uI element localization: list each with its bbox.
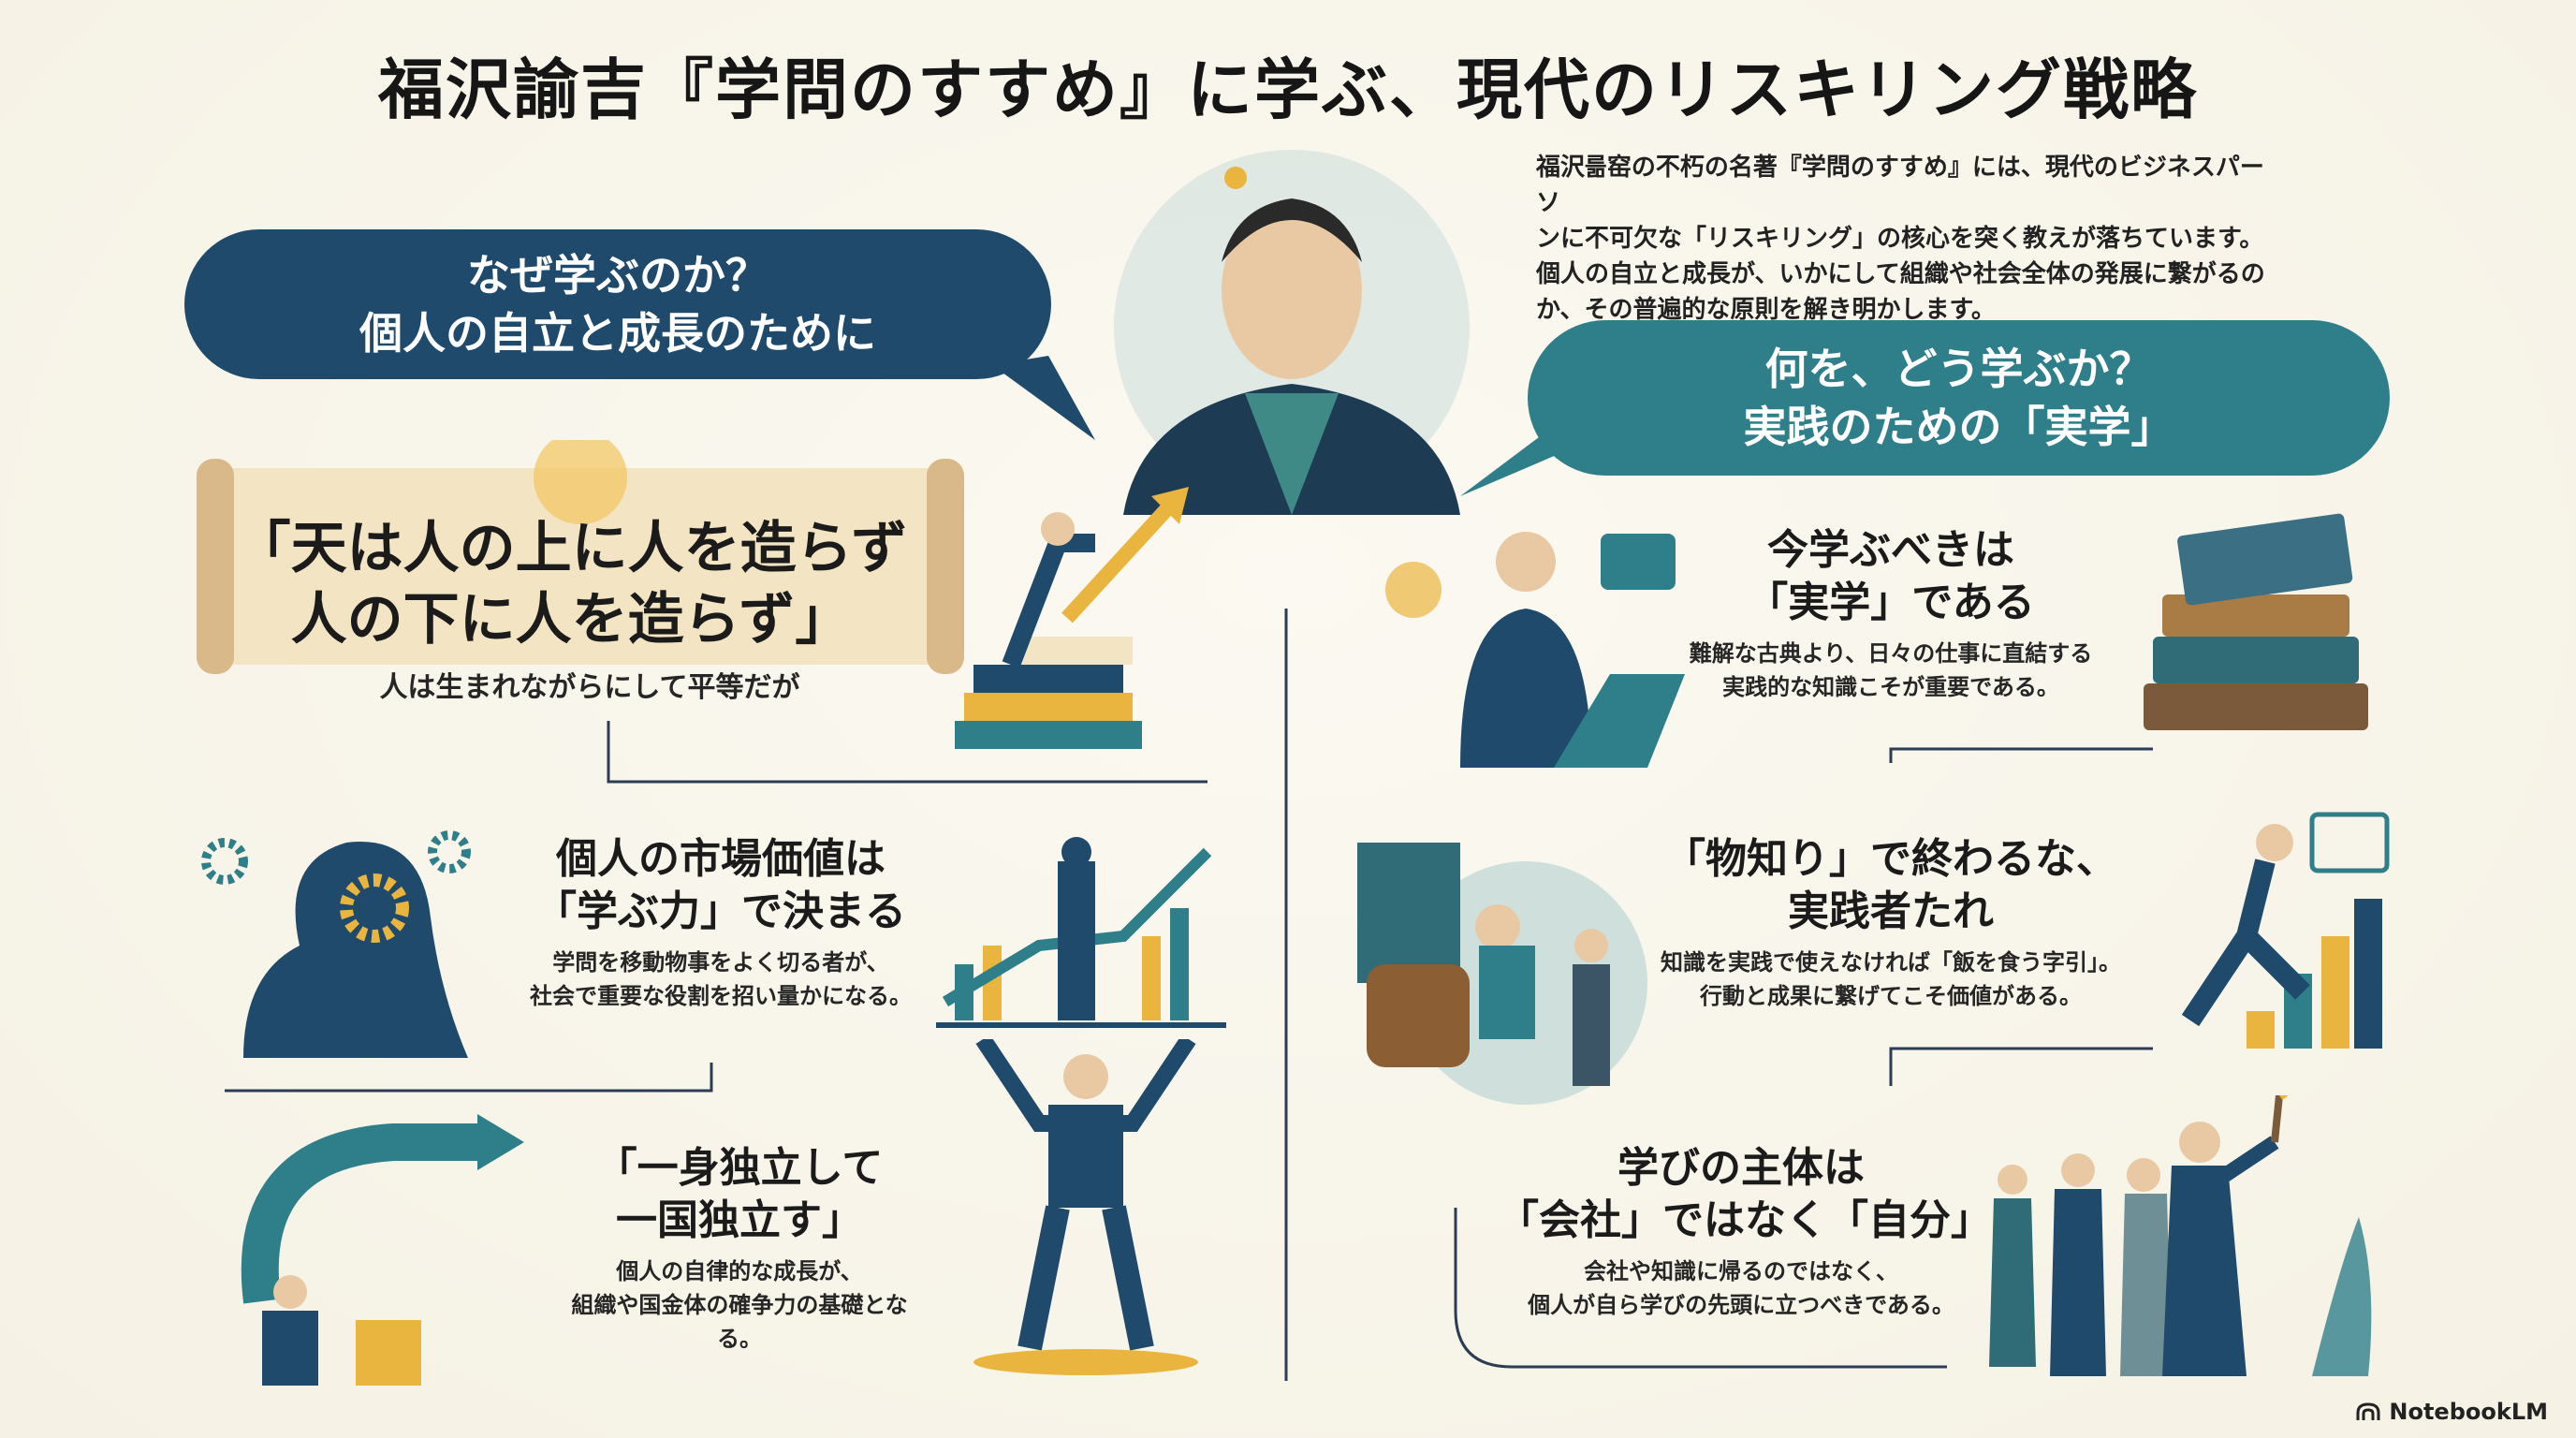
man-lifting-illustration	[973, 1039, 1198, 1375]
team-torch-illustration	[1989, 1095, 2372, 1376]
item-sub: 実践的な知識こそが重要である。	[1722, 674, 2059, 700]
bubble-line: 何を、どう学ぶか？	[1764, 344, 2153, 394]
growth-chart-illustration	[936, 837, 1226, 1028]
why-learn-bubble: なぜ学ぶのか？ 個人の自立と成長のために	[184, 229, 1051, 379]
independence-item: 「一身独立して 一国独立す」 個人の自律的な成長が、 組織や国金体の確争力の基礎…	[552, 1142, 927, 1356]
self-driven-item: 学びの主体は 「会社」ではなく「自分」 会社や知識に帰るのではなく、 個人が自ら…	[1498, 1142, 1992, 1322]
item-heading: 「実学」である	[1747, 579, 2035, 626]
item-sub: 行動と成果に繋げてこそ価値がある。	[1700, 983, 2082, 1009]
bubble-line: 個人の自立と成長のために	[359, 308, 876, 359]
intro-line: 福沢륾窑の不朽の名著『学問のすすめ』には、現代のビジネスパーソ	[1536, 154, 2264, 217]
head-gears-illustration	[201, 830, 471, 1058]
logo-text: NotebookLM	[2389, 1399, 2548, 1425]
connector-right-1	[1889, 747, 2153, 758]
item-heading: 「一身独立して	[595, 1144, 884, 1192]
item-sub: 個人の自律的な成長が、	[616, 1258, 863, 1284]
item-heading: 個人の市場価値は	[556, 835, 886, 883]
climbing-books-illustration	[955, 487, 1189, 749]
connector-right-2	[1889, 1047, 2153, 1086]
intro-line: ンに不可欠な「リスキリング」の核心を突く教えが落ちています。	[1536, 225, 2264, 253]
running-man-illustration	[2181, 812, 2390, 1049]
connector-left-1	[607, 721, 1208, 784]
page-title: 福沢諭吉『学問のすすめ』に学ぶ、現代のリスキリング戦略	[378, 51, 2198, 128]
item-heading: 一国独立す」	[616, 1196, 863, 1244]
quote-line: 「天は人の上に人を造らず	[234, 516, 908, 581]
quote-sub: 人は生まれながらにして平等だが	[379, 671, 800, 704]
intro-line: 個人の自立と成長が、いかにして組織や社会全体の発展に繋がるの	[1536, 260, 2265, 288]
connector-left-2	[225, 1063, 713, 1093]
notebooklm-logo: NotebookLM	[2355, 1399, 2548, 1425]
item-heading: 「会社」ではなく「自分」	[1498, 1196, 1992, 1244]
item-heading: 今学ぶべきは	[1767, 526, 2014, 574]
heaven-quote: 「天は人の上に人を造らず 人の下に人を造らず」	[215, 513, 927, 655]
market-value-item: 個人の市場価値は 「学ぶ力」で決まる 学問を移動物事をよく切る者が、 社会で重要…	[524, 833, 917, 1013]
backpack-books-illustration	[1357, 843, 1647, 1105]
bubble-tail-left	[992, 356, 1095, 440]
item-sub: 知識を実践で使えなければ「飯を食う字引」。	[1661, 949, 2121, 976]
book-stack-illustration	[2144, 513, 2368, 730]
item-heading: 「物知り」で終わるな、	[1664, 835, 2117, 883]
bubble-line: なぜ学ぶのか？	[467, 250, 768, 301]
independence-illustration	[241, 1114, 524, 1386]
quote-line: 人の下に人を造らず」	[290, 587, 852, 653]
scroll-illustration	[197, 440, 964, 674]
fukuzawa-portrait-illustration	[1114, 150, 1470, 515]
item-sub: 難解な古典より、日々の仕事に直結する	[1689, 640, 2093, 667]
item-heading: 学びの主体は	[1617, 1144, 1865, 1192]
intro-paragraph: 福沢륾窑の不朽の名著『学問のすすめ』には、現代のビジネスパーソ ンに不可欠な「リ…	[1536, 150, 2266, 328]
notebooklm-logo-icon	[2356, 1402, 2380, 1420]
how-learn-bubble: 何を、どう学ぶか？ 実践のための「実学」	[1528, 320, 2390, 476]
item-sub: 会社や知識に帰るのではなく、	[1584, 1258, 1898, 1284]
item-heading: 「学ぶ力」で決まる	[535, 888, 906, 935]
bubble-line: 実践のための「実学」	[1743, 402, 2174, 452]
item-sub: 社会で重要な役割を招い量かになる。	[530, 983, 912, 1009]
jitsugaku-item: 今学ぶべきは 「実学」である 難解な古典より、日々の仕事に直結する 実践的な知識…	[1666, 524, 2115, 704]
item-sub: 個人が自ら学びの先頭に立つべきである。	[1528, 1292, 1954, 1318]
laptop-man-illustration	[1385, 532, 1685, 768]
intro-line: か、その普遍的な原則を解き明かします。	[1536, 296, 1996, 324]
item-sub: 組織や国金体の確争力の基礎となる。	[571, 1292, 908, 1352]
practitioner-item: 「物知り」で終わるな、 実践者たれ 知識を実践で使えなければ「飯を食う字引」。 …	[1647, 833, 2134, 1013]
connector-right-3	[1454, 1208, 1947, 1369]
item-sub: 学問を移動物事をよく切る者が、	[552, 949, 889, 976]
item-heading: 実践者たれ	[1788, 888, 1994, 935]
